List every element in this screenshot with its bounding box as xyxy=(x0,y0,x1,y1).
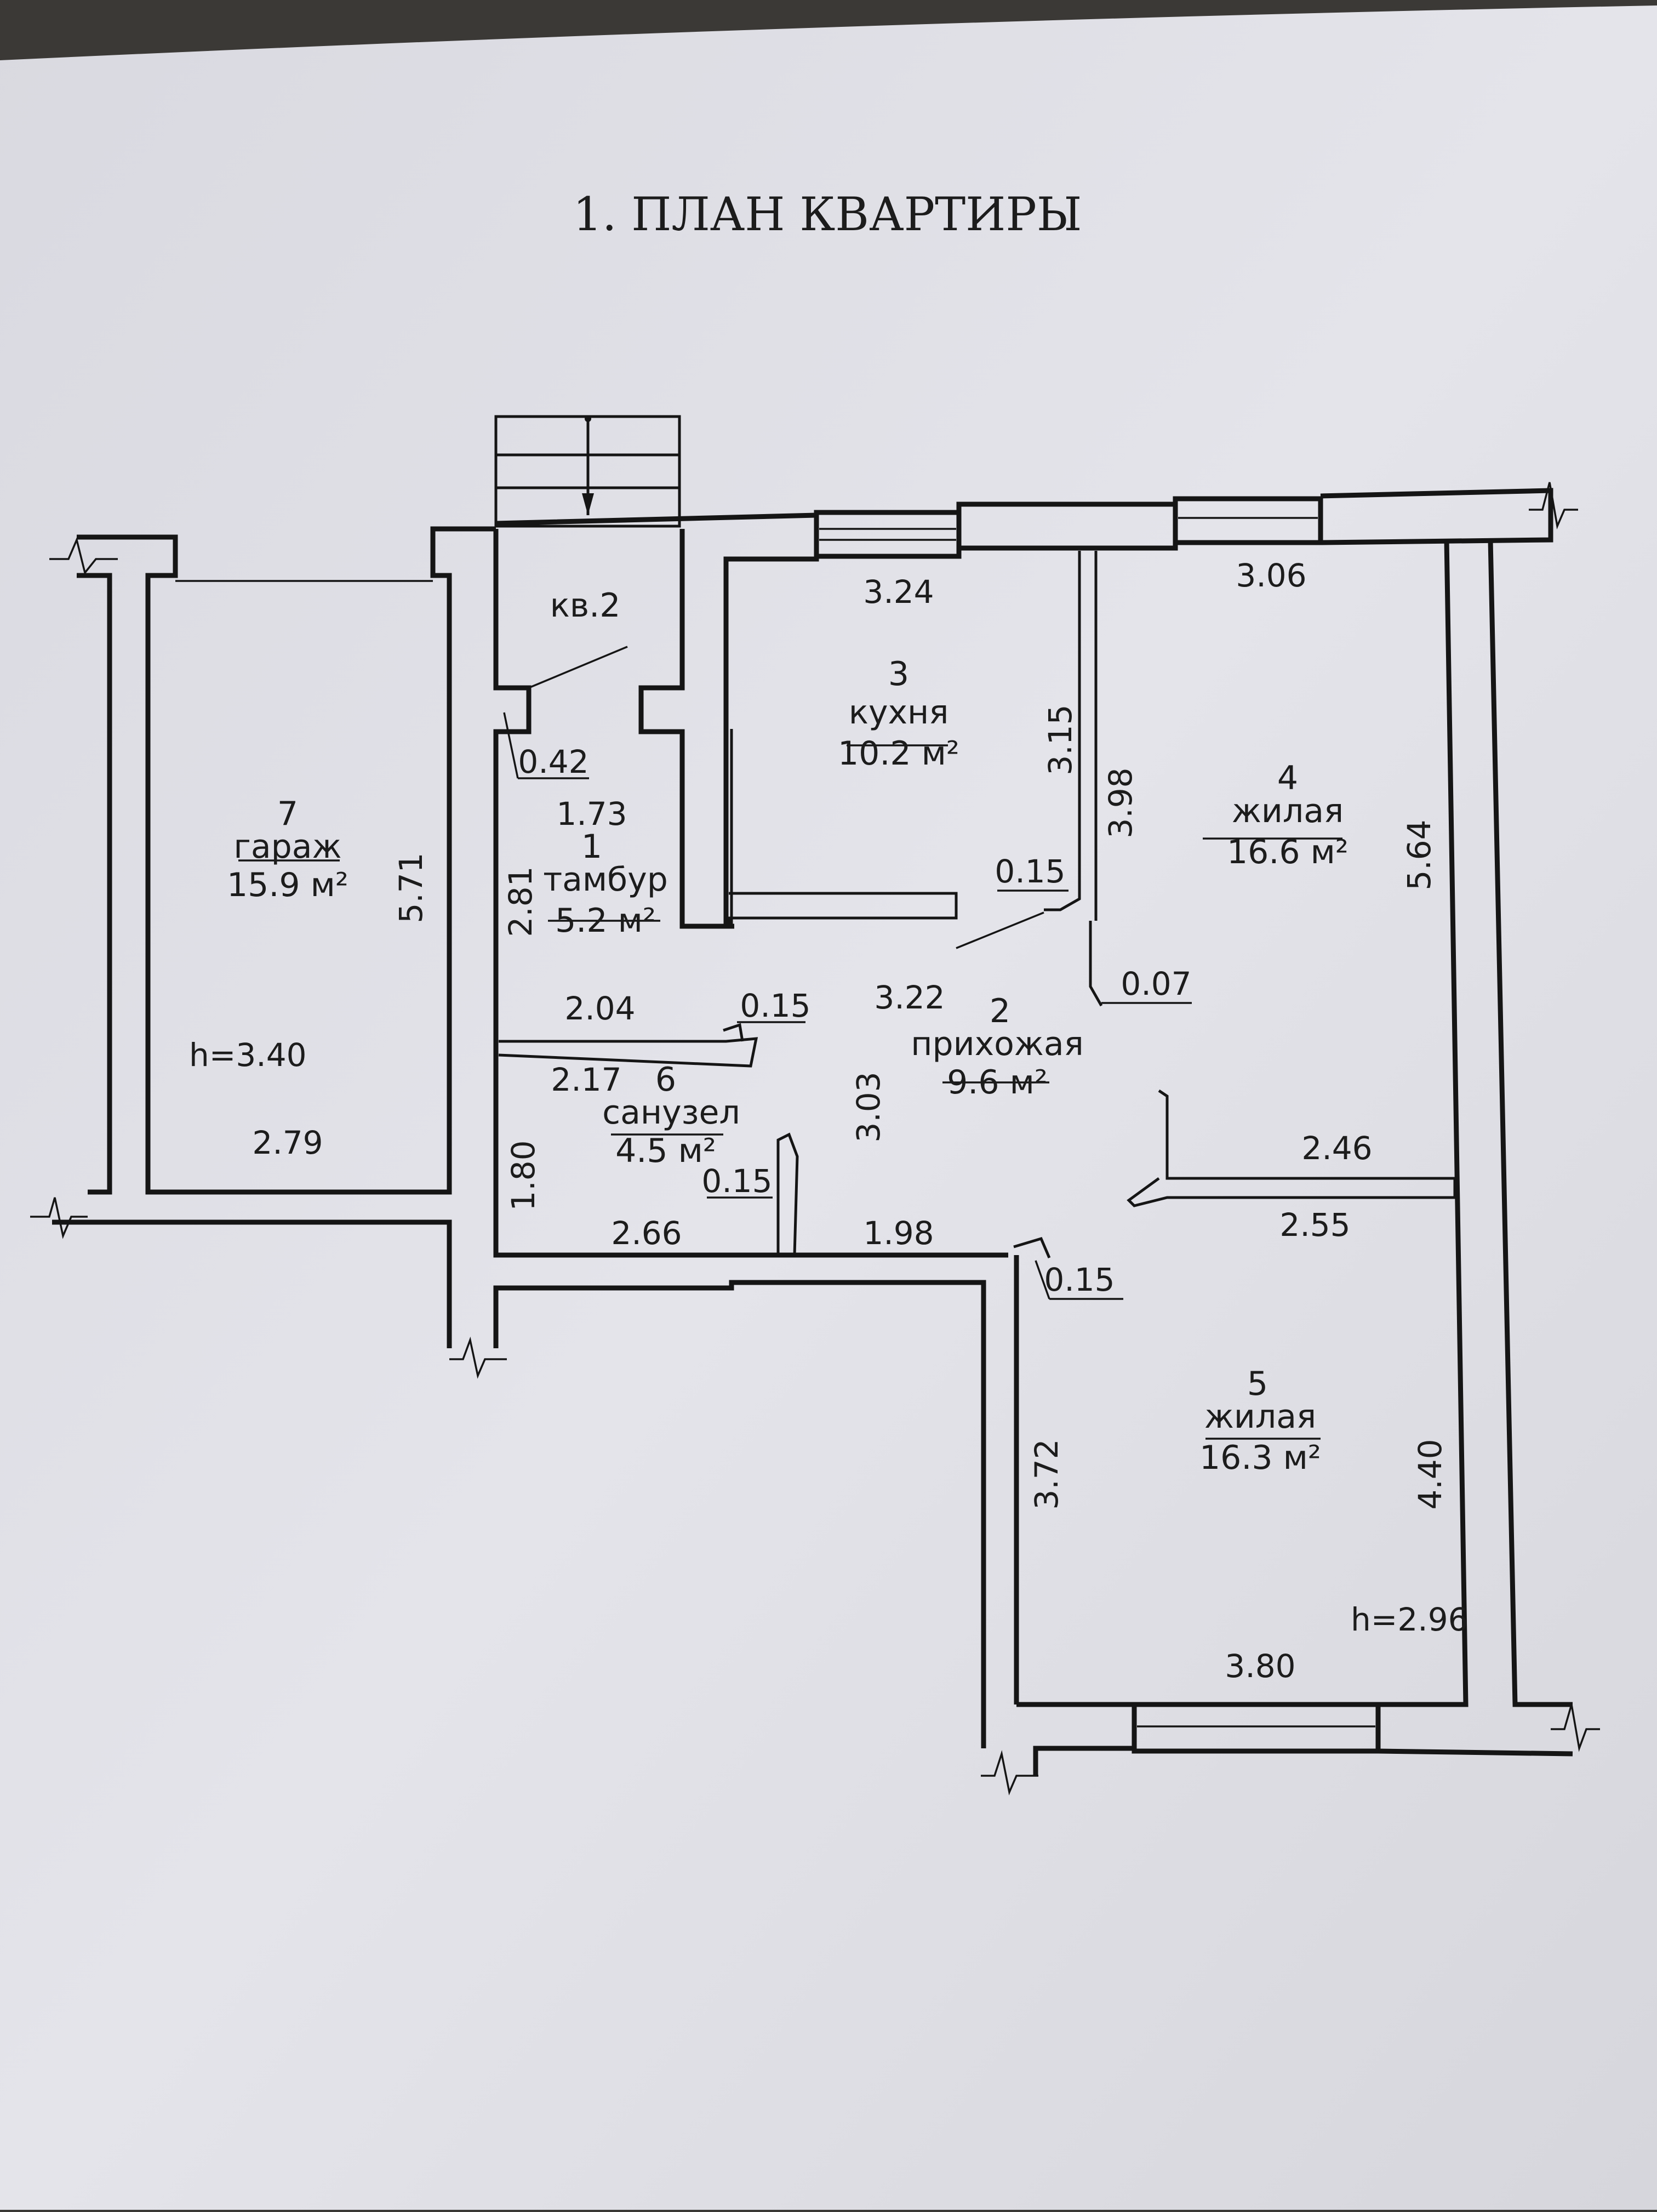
partition-stub-thickness: 0.07 xyxy=(1121,965,1191,1002)
bath-right-partition xyxy=(776,1132,799,1256)
garage-left-wall xyxy=(77,573,112,1195)
room4-width: 3.06 xyxy=(1236,557,1306,594)
room5-bottom-left-wall xyxy=(1016,1702,1137,1776)
room5-left-depth: 3.72 xyxy=(1028,1439,1065,1509)
bath-depth: 1.80 xyxy=(505,1140,542,1211)
hall-depth: 3.03 xyxy=(850,1071,887,1142)
room5-top-width: 2.55 xyxy=(1279,1206,1350,1244)
kitchen-width: 3.24 xyxy=(863,573,934,611)
room5-right-depth: 4.40 xyxy=(1412,1439,1449,1509)
room-4-name: жилая xyxy=(1232,792,1344,830)
bath-top-stub xyxy=(723,1023,744,1042)
bottom-right-width: 1.98 xyxy=(863,1215,934,1252)
rooms-4-5-partition xyxy=(1127,1089,1456,1207)
vestibule-depth: 2.81 xyxy=(502,866,539,937)
top-right-wall xyxy=(1320,488,1553,545)
lower-left-wall xyxy=(493,1280,986,1748)
vestibule-width: 1.73 xyxy=(556,795,627,833)
room-3-name: кухня xyxy=(849,693,949,732)
room-4-number: 4 xyxy=(1277,759,1298,797)
kitchen-outer-wall xyxy=(495,512,819,926)
bath-lower-partition-thickness: 0.15 xyxy=(701,1162,772,1200)
rooms-height: h=2.96 xyxy=(1351,1601,1469,1638)
right-inner-wall xyxy=(1378,539,1469,1707)
kitchen-depth: 3.15 xyxy=(1042,704,1079,775)
room5-bottom-right-wall xyxy=(1378,1748,1573,1757)
room-7-number: 7 xyxy=(277,795,298,833)
room-5-name: жилая xyxy=(1204,1398,1316,1436)
room-1-area: 5.2 м² xyxy=(555,902,656,940)
garage-depth: 5.71 xyxy=(392,852,430,923)
room-2-area: 9.6 м² xyxy=(947,1063,1048,1102)
bath-partition-thickness: 0.15 xyxy=(740,987,810,1024)
room-1-number: 1 xyxy=(581,828,602,866)
kitchen-partition-thickness: 0.15 xyxy=(995,853,1065,890)
room-6-name: санузел xyxy=(602,1093,740,1132)
right-outer-wall xyxy=(1488,539,1573,1707)
room-3-number: 3 xyxy=(888,655,909,693)
room5-bottom-width: 3.80 xyxy=(1225,1647,1295,1685)
room4-depth-right: 5.64 xyxy=(1401,819,1438,890)
partition-stub xyxy=(1089,921,1103,1007)
walls xyxy=(52,488,1573,1776)
vestibule-right-wall xyxy=(638,529,734,929)
bath-top-partition xyxy=(498,1037,758,1068)
room4-window-frame xyxy=(1173,496,1323,545)
bath-inner-width: 2.17 xyxy=(551,1061,621,1098)
entrance-door-leaf xyxy=(528,646,628,689)
room4-depth-left: 3.98 xyxy=(1102,767,1139,838)
room-7-name: гараж xyxy=(233,828,341,866)
room-5-area: 16.3 м² xyxy=(1199,1439,1321,1477)
door-width: 0.42 xyxy=(518,743,588,780)
kitchen-door-leaf xyxy=(956,911,1044,949)
entrance-stairs xyxy=(494,415,681,528)
room5-door-stub xyxy=(1013,1236,1051,1258)
garage-wall xyxy=(77,526,496,1195)
room-1-name: тамбур xyxy=(543,860,668,899)
wall-break-marks xyxy=(30,482,1600,1795)
room-4-area: 16.6 м² xyxy=(1227,833,1349,871)
garage-width: 2.79 xyxy=(252,1124,323,1161)
neighbor-apartment-label: кв.2 xyxy=(550,586,621,625)
kitchen-bottom-partition xyxy=(727,892,958,926)
room-6-number: 6 xyxy=(655,1061,676,1099)
dimension-leaders xyxy=(238,712,1342,1440)
bottom-left-width: 2.66 xyxy=(611,1215,682,1252)
room-7-area: 15.9 м² xyxy=(227,866,348,904)
garage-height: h=3.40 xyxy=(189,1036,307,1074)
room-3-area: 10.2 м² xyxy=(838,734,959,773)
plan-title: 1. ПЛАН КВАРТИРЫ xyxy=(573,187,1082,241)
room-6-area: 4.5 м² xyxy=(615,1132,716,1170)
room-2-number: 2 xyxy=(990,992,1010,1030)
kitchen-partition xyxy=(1044,551,1081,911)
room-2-name: прихожая xyxy=(911,1025,1083,1063)
vestibule-left-wall xyxy=(493,529,1008,1258)
room-5-number: 5 xyxy=(1247,1365,1268,1403)
paper-sheet xyxy=(0,5,1657,2210)
room4-bottom-width: 2.46 xyxy=(1301,1130,1372,1167)
garage-bottom-wall xyxy=(52,1219,452,1348)
hall-width: 3.22 xyxy=(874,979,945,1016)
room5-partition-thickness: 0.15 xyxy=(1044,1261,1115,1298)
door-swings xyxy=(528,646,1044,949)
bath-top-width: 2.04 xyxy=(564,990,635,1027)
